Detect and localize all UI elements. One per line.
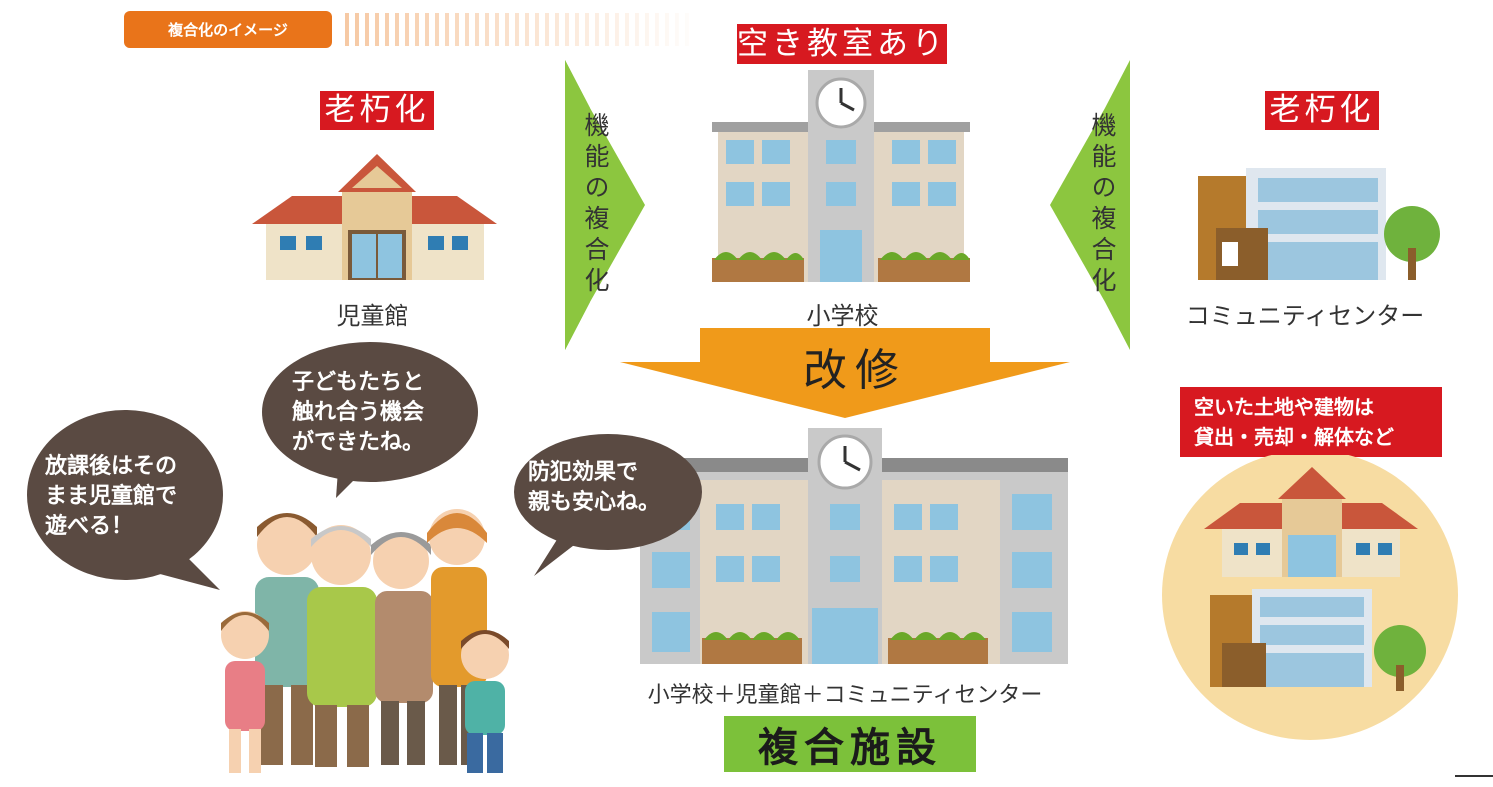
speech-bubble-middle <box>262 342 478 498</box>
aging-label-right: 老朽化 <box>1265 91 1379 130</box>
result-formula: 小学校＋児童館＋コミュニティセンター <box>647 683 1043 708</box>
aging-label-left: 老朽化 <box>320 91 434 130</box>
merge-arrow-left <box>1050 60 1130 350</box>
vacant-land-label: 空いた土地や建物は 貸出・売却・解体など <box>1180 387 1442 457</box>
speech-bubble-left <box>27 410 223 590</box>
bubble-middle-line-3: ができたね。 <box>292 430 425 455</box>
childrens-hall-caption: 児童館 <box>336 302 409 330</box>
bubble-right-line-1: 防犯効果で <box>528 460 639 485</box>
vacant-classroom-label: 空き教室あり <box>737 24 947 64</box>
childrens-hall-building <box>252 154 497 280</box>
vacant-land-line-1: 空いた土地や建物は <box>1194 395 1374 419</box>
family-illustration <box>221 509 509 773</box>
section-tag: 複合化のイメージ <box>124 11 332 48</box>
decorative-stripes <box>345 13 690 46</box>
bubble-middle-text: 子どもたちと 触れ合う機会 ができたね。 <box>292 368 424 458</box>
result-title: 複合施設 <box>724 716 976 772</box>
merge-text-right: 機能の複合化 <box>1088 112 1117 298</box>
bubble-left-line-3: 遊べる！ <box>45 514 134 539</box>
bubble-middle-line-1: 子どもたちと <box>292 370 425 395</box>
community-center-building <box>1198 168 1440 280</box>
elementary-school-caption: 小学校 <box>806 302 879 330</box>
bubble-left-text: 放課後はその まま児童館で 遊べる！ <box>45 452 177 542</box>
bubble-middle-line-2: 触れ合う機会 <box>292 400 425 425</box>
elementary-school-building <box>712 70 970 282</box>
page-number-rule <box>1455 775 1493 777</box>
bubble-left-line-1: 放課後はその <box>45 454 178 479</box>
complex-facility-building <box>640 428 1068 664</box>
bubble-left-line-2: まま児童館で <box>45 484 178 509</box>
community-center-caption: コミュニティセンター <box>1185 302 1425 330</box>
renovation-arrow <box>620 328 1070 418</box>
vacant-land-line-2: 貸出・売却・解体など <box>1194 425 1394 449</box>
speech-bubble-right <box>514 434 702 576</box>
vacant-land-illustration <box>1162 455 1458 740</box>
bubble-right-text: 防犯効果で 親も安心ね。 <box>528 458 660 518</box>
merge-text-left: 機能の複合化 <box>581 112 610 298</box>
merge-arrow-right <box>565 60 645 350</box>
renovation-label: 改修 <box>803 345 907 396</box>
bubble-right-line-2: 親も安心ね。 <box>528 490 661 515</box>
